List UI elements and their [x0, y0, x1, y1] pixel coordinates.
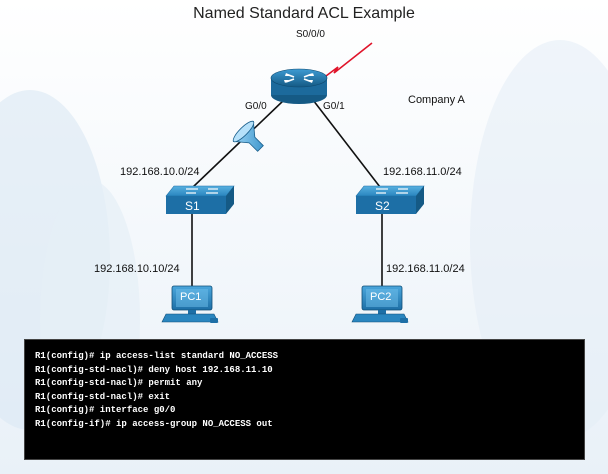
s1-network-label: 192.168.10.0/24 [120, 166, 200, 178]
link-r1-s1 [192, 99, 285, 188]
switch-s1-icon [165, 185, 235, 214]
s1-label: S1 [185, 199, 200, 213]
g0-1-interface-label: G0/1 [323, 101, 345, 112]
diagram-title: Named Standard ACL Example [193, 5, 415, 22]
router-r1-icon [270, 68, 328, 104]
serial-link [317, 42, 373, 83]
serial-interface-label: S0/0/0 [296, 29, 325, 40]
cli-line: R1(config-if)# ip access-group NO_ACCESS… [35, 418, 273, 429]
pc2-address-label: 192.168.11.0/24 [386, 263, 465, 275]
pc2-icon [351, 285, 409, 323]
cli-line: R1(config-std-nacl)# exit [35, 391, 171, 402]
pc2-label: PC2 [370, 291, 392, 303]
switch-s2-icon [355, 185, 425, 214]
cli-line: R1(config)# ip access-list standard NO_A… [35, 351, 279, 361]
pc1-label: PC1 [180, 291, 202, 303]
cli-line: R1(config-std-nacl)# deny host 192.168.1… [35, 364, 273, 375]
cli-terminal: R1(config)# ip access-list standard NO_A… [24, 339, 585, 460]
link-r1-s2 [312, 99, 381, 188]
s2-network-label: 192.168.11.0/24 [383, 166, 462, 178]
cli-line: R1(config-std-nacl)# permit any [35, 378, 203, 388]
acl-filter-icon [232, 120, 264, 152]
company-label: Company A [408, 94, 465, 106]
pc1-address-label: 192.168.10.10/24 [94, 263, 180, 275]
g0-0-interface-label: G0/0 [245, 101, 267, 112]
pc1-icon [161, 285, 219, 323]
s2-label: S2 [375, 199, 390, 213]
cli-line: R1(config)# interface g0/0 [35, 405, 176, 415]
